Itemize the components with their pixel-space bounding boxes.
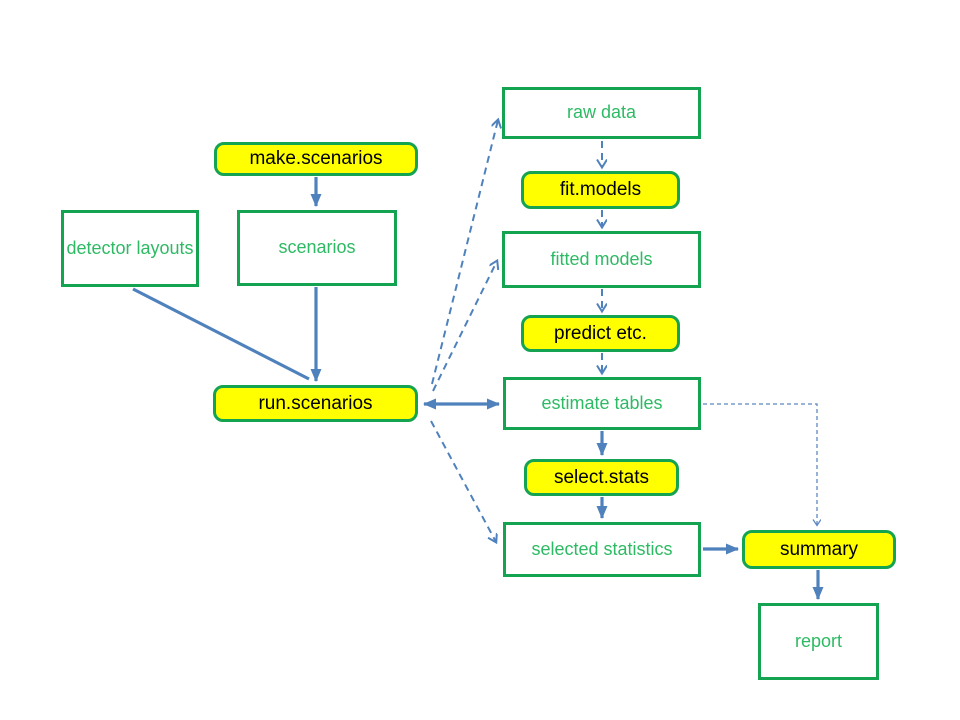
node-label-estimate-tables: estimate tables <box>541 392 663 413</box>
node-fit-models: fit.models <box>521 171 680 209</box>
node-label-select-stats: select.stats <box>553 466 650 488</box>
node-report: report <box>758 603 879 680</box>
node-scenarios: scenarios <box>237 210 397 286</box>
node-label-run-scenarios: run.scenarios <box>258 392 373 414</box>
node-selected-statistics: selected statistics <box>503 522 701 577</box>
arrow-run-scenarios-to-fitted-models <box>432 261 497 392</box>
arrow-detector-layouts-to-run-scenarios <box>132 287 310 381</box>
node-label-detector-layouts: detector layouts <box>66 237 194 258</box>
node-make-scenarios: make.scenarios <box>214 142 418 176</box>
node-summary: summary <box>742 530 896 569</box>
node-run-scenarios: run.scenarios <box>213 385 418 422</box>
node-label-fit-models: fit.models <box>559 179 642 201</box>
node-estimate-tables: estimate tables <box>503 377 701 430</box>
node-label-scenarios: scenarios <box>278 237 356 258</box>
node-label-report: report <box>794 630 843 651</box>
node-label-fitted-models: fitted models <box>550 248 653 269</box>
arrow-run-scenarios-to-raw-data <box>431 120 498 385</box>
node-predict-etc: predict etc. <box>521 315 680 352</box>
node-label-raw-data: raw data <box>566 102 637 123</box>
node-select-stats: select.stats <box>524 459 679 496</box>
node-label-make-scenarios: make.scenarios <box>249 148 383 170</box>
arrow-run-scenarios-to-selected-statistics <box>430 420 496 542</box>
node-detector-layouts: detector layouts <box>61 210 199 287</box>
arrow-estimate-tables-to-summary <box>703 403 817 525</box>
node-label-summary: summary <box>779 538 859 560</box>
node-label-predict-etc: predict etc. <box>554 322 647 344</box>
node-fitted-models: fitted models <box>502 231 701 288</box>
node-label-selected-statistics: selected statistics <box>531 538 673 559</box>
node-raw-data: raw data <box>502 87 701 139</box>
